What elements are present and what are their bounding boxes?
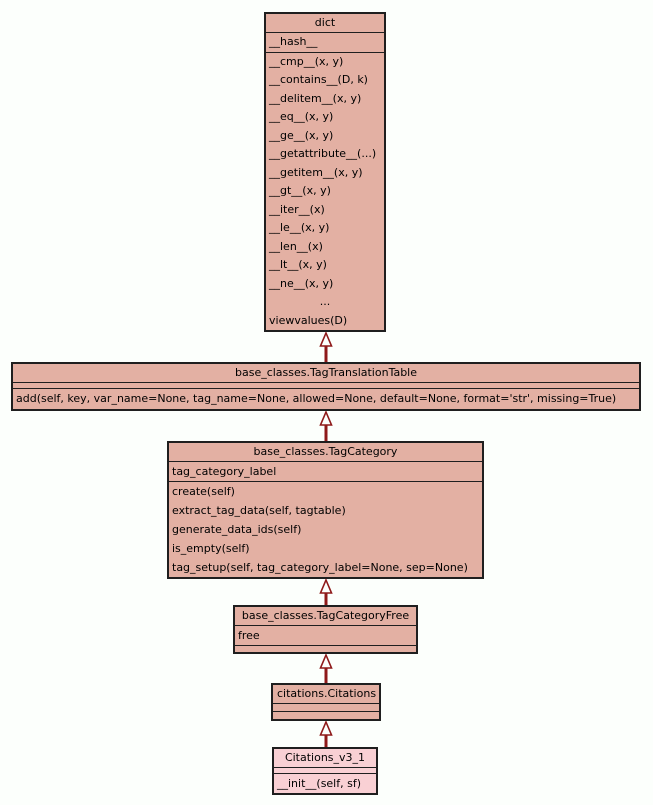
- method-row: viewvalues(D): [269, 313, 348, 327]
- attributes-compartment: [273, 703, 379, 711]
- method-row: __ge__(x, y): [269, 128, 334, 142]
- method-row: generate_data_ids(self): [172, 523, 302, 536]
- methods-compartment: create(self) extract_tag_data(self, tagt…: [169, 481, 482, 577]
- class-box-dict: dict __hash__ __cmp__(x, y) __contains__…: [264, 12, 386, 332]
- method-row: is_empty(self): [172, 542, 250, 555]
- class-title: base_classes.TagCategory: [253, 445, 398, 458]
- empty-compartment: [273, 712, 379, 719]
- methods-compartment: __init__(self, sf): [274, 773, 376, 793]
- class-title: base_classes.TagCategoryFree: [241, 609, 410, 622]
- class-box-citations-v3-1: Citations_v3_1 __init__(self, sf): [272, 747, 378, 795]
- method-row: __gt__(x, y): [269, 184, 331, 197]
- attributes-compartment: [274, 767, 376, 773]
- method-row: tag_setup(self, tag_category_label=None,…: [172, 561, 468, 574]
- methods-compartment: add(self, key, var_name=None, tag_name=N…: [13, 388, 639, 409]
- methods-compartment: [235, 645, 416, 652]
- method-row: add(self, key, var_name=None, tag_name=N…: [16, 392, 617, 405]
- method-row: __lt__(x, y): [269, 258, 327, 271]
- class-title: Citations_v3_1: [284, 751, 366, 764]
- class-title: base_classes.TagTranslationTable: [234, 366, 418, 379]
- method-row: __ne__(x, y): [269, 276, 334, 290]
- method-row: __len__(x): [269, 239, 323, 253]
- method-row: __getitem__(x, y): [269, 165, 363, 179]
- method-row: __init__(self, sf): [277, 777, 362, 790]
- class-box-tagcategoryfree: base_classes.TagCategoryFree free: [233, 605, 418, 654]
- attribute-row: tag_category_label: [172, 465, 277, 478]
- method-row: create(self): [172, 485, 235, 498]
- method-row: __getattribute__(...): [269, 147, 377, 160]
- inheritance-arrow: [319, 577, 333, 608]
- attributes-compartment: __hash__: [266, 32, 384, 52]
- method-row: extract_tag_data(self, tagtable): [172, 504, 346, 517]
- class-title: citations.Citations: [277, 687, 377, 700]
- method-row-ellipsis: ...: [319, 295, 331, 308]
- class-box-citations: citations.Citations: [271, 683, 381, 721]
- attributes-compartment: tag_category_label: [169, 461, 482, 481]
- attributes-compartment: free: [235, 625, 416, 645]
- methods-compartment: __cmp__(x, y) __contains__(D, k) __delit…: [266, 51, 384, 331]
- methods-compartment: [273, 711, 379, 719]
- inheritance-arrow: [319, 719, 333, 750]
- class-box-tagtranslationtable: base_classes.TagTranslationTable add(sel…: [11, 362, 641, 411]
- method-row: __delitem__(x, y): [269, 91, 362, 105]
- inheritance-arrow: [319, 409, 333, 444]
- method-row: __iter__(x): [269, 202, 325, 216]
- empty-compartment: [273, 704, 379, 711]
- attribute-row: __hash__: [269, 35, 318, 48]
- method-row: __eq__(x, y): [269, 110, 334, 123]
- class-title: dict: [314, 16, 336, 29]
- method-row: __contains__(D, k): [269, 73, 368, 86]
- attribute-row: free: [238, 629, 260, 642]
- method-row: __cmp__(x, y): [269, 54, 344, 68]
- class-box-tagcategory: base_classes.TagCategory tag_category_la…: [167, 441, 484, 579]
- attributes-compartment: [13, 382, 639, 388]
- empty-compartment: [235, 646, 416, 652]
- method-row: __le__(x, y): [269, 221, 330, 234]
- inheritance-arrow: [319, 652, 333, 686]
- inheritance-arrow: [319, 330, 333, 365]
